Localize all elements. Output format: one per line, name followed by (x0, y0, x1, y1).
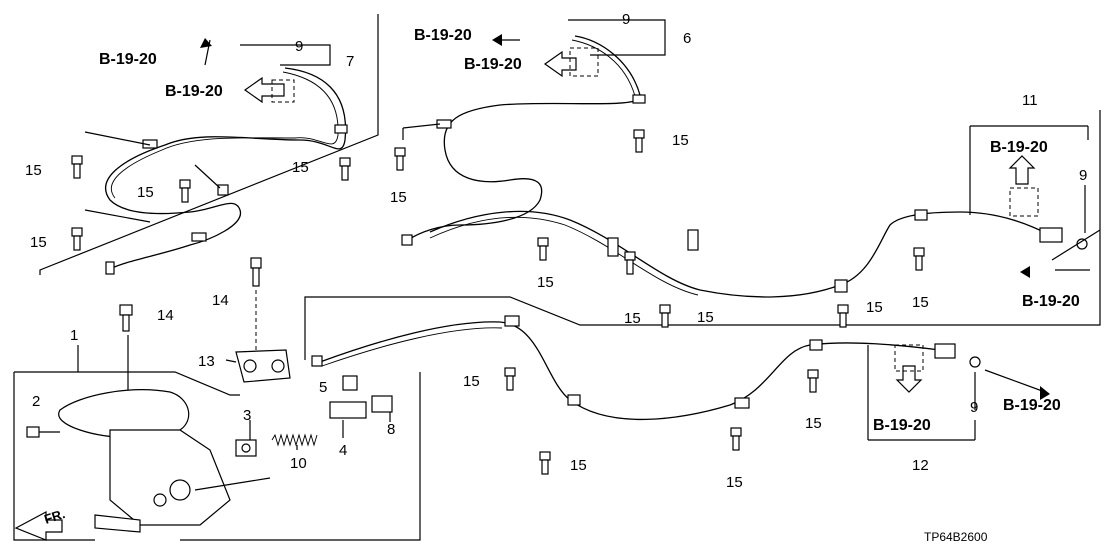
bolt-15 (71, 227, 83, 251)
callout-15: 15 (25, 162, 42, 179)
bolt-15 (504, 367, 516, 391)
bolt-15 (624, 251, 636, 275)
callout-15: 15 (672, 132, 689, 149)
callout-leaders (77, 19, 1086, 450)
callout-15: 15 (570, 457, 587, 474)
callout-15: 15 (624, 310, 641, 327)
ref-label-b-19-20: B-19-20 (165, 83, 223, 100)
rear-right-cable-assembly (401, 35, 646, 246)
clip-5 (342, 375, 358, 391)
bracket-13 (235, 290, 291, 383)
callout-14-lower: 14 (157, 307, 174, 324)
callout-8: 8 (387, 421, 395, 438)
parking-brake-lever (58, 335, 271, 533)
ref-label-b-19-20: B-19-20 (990, 139, 1048, 156)
callout-4: 4 (339, 442, 347, 459)
ref-arrows (14, 34, 1090, 541)
callout-15: 15 (697, 309, 714, 326)
ref-label-b-19-20: B-19-20 (1003, 397, 1061, 414)
callout-2: 2 (32, 393, 40, 410)
bolt-14-lower (119, 304, 133, 332)
callout-9-top-left: 9 (295, 38, 303, 55)
bolt-15 (659, 304, 671, 328)
ref-label-b-19-20: B-19-20 (99, 51, 157, 68)
frame-lines (13, 14, 1101, 541)
callout-6: 6 (683, 30, 691, 47)
front-direction-label: FR. (42, 506, 67, 527)
drawing-code: TP64B2600 (924, 530, 988, 544)
bolt-15 (633, 129, 645, 153)
bolt-15 (537, 237, 549, 261)
bolt-14-upper (250, 257, 262, 287)
callout-10: 10 (290, 455, 307, 472)
callout-5: 5 (319, 379, 327, 396)
cap-8 (371, 395, 393, 413)
callout-7: 7 (346, 53, 354, 70)
callout-15: 15 (390, 189, 407, 206)
joint-4 (329, 401, 367, 419)
spring-10 (271, 433, 318, 447)
callout-15: 15 (463, 373, 480, 390)
bolt-15 (71, 155, 83, 179)
callout-9-top-middle: 9 (622, 11, 630, 28)
callout-9-lower-right: 9 (970, 399, 978, 416)
callout-15: 15 (137, 184, 154, 201)
callout-3: 3 (243, 407, 251, 424)
bolt-15 (179, 179, 191, 203)
callout-15: 15 (292, 159, 309, 176)
bolt-15 (807, 369, 819, 393)
main-cable-lower (311, 315, 981, 441)
callout-15: 15 (805, 415, 822, 432)
bolt-15 (339, 157, 351, 181)
callout-15: 15 (726, 474, 743, 491)
callout-14-upper: 14 (212, 292, 229, 309)
bolt-15-set (71, 129, 925, 475)
callout-labels: 1 2 3 4 5 6 7 8 9 9 9 9 10 11 12 13 14 1… (25, 11, 1087, 491)
reference-labels: B-19-20 B-19-20 B-19-20 B-19-20 B-19-20 … (99, 27, 1080, 434)
callout-12: 12 (912, 457, 929, 474)
ref-label-b-19-20: B-19-20 (414, 27, 472, 44)
main-cable-right (429, 125, 1101, 298)
bolt-15 (913, 247, 925, 271)
bolt-15 (539, 451, 551, 475)
callout-9-right: 9 (1079, 167, 1087, 184)
ref-label-b-19-20: B-19-20 (1022, 293, 1080, 310)
ref-label-b-19-20: B-19-20 (873, 417, 931, 434)
bolt-15 (837, 304, 849, 328)
callout-15: 15 (30, 234, 47, 251)
callout-11: 11 (1022, 92, 1038, 109)
bolt-2 (26, 426, 60, 438)
equalizer-3 (235, 439, 257, 457)
callout-15: 15 (537, 274, 554, 291)
callout-15: 15 (912, 294, 929, 311)
ref-label-b-19-20: B-19-20 (464, 56, 522, 73)
rear-left-cable-assembly (84, 67, 348, 275)
bolt-15 (394, 147, 406, 171)
callout-15: 15 (866, 299, 883, 316)
callout-1: 1 (70, 327, 78, 344)
callout-13: 13 (198, 353, 215, 370)
bolt-15 (730, 427, 742, 451)
